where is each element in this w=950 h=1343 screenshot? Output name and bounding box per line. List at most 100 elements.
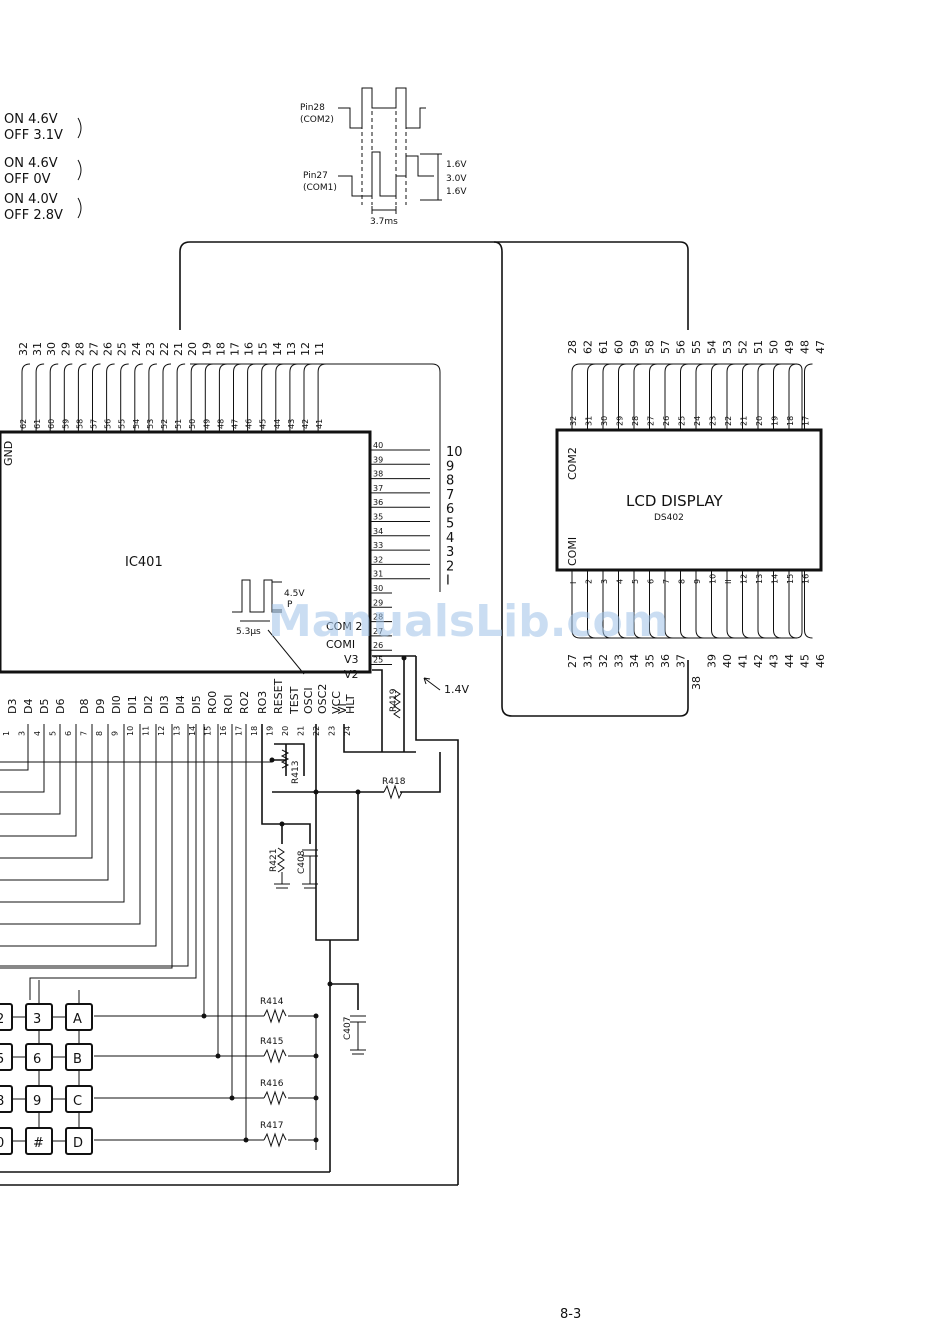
ic-right-pins: 4039383736353433323130292827262510987654… bbox=[370, 441, 463, 665]
lcd-top-pin-inner: 20 bbox=[755, 416, 764, 426]
lcd-bottom-pin-outer: 45 bbox=[799, 654, 812, 668]
ic-bottom-pin: 15 bbox=[204, 726, 213, 736]
lcd-top-pin-outer: 52 bbox=[737, 340, 750, 354]
key-label: 6 bbox=[33, 1052, 41, 1067]
ic-top-pin-outer: 32 bbox=[17, 342, 30, 356]
ic-bottom-label: OSC2 bbox=[316, 684, 329, 714]
lcd-bottom-pin-outer: 39 bbox=[706, 654, 719, 668]
ic-bottom-pin: 12 bbox=[157, 726, 166, 736]
ic-top-pin-outer: 18 bbox=[214, 342, 227, 356]
note-off-3: OFF 2.8V bbox=[4, 208, 63, 223]
lcd-bottom-pin-inner: 7 bbox=[662, 579, 671, 584]
ic-right-pin-inner: 29 bbox=[373, 598, 383, 607]
lcd-bottom-pin-outer: 31 bbox=[582, 654, 595, 668]
ic-bottom-pin: 20 bbox=[281, 726, 290, 736]
lcd-bottom-pin-inner: 3 bbox=[600, 579, 609, 584]
ic-right-pin-inner: 28 bbox=[373, 613, 383, 622]
gnd-label: GND bbox=[2, 441, 15, 466]
wave-v3: 1.6V bbox=[446, 187, 467, 197]
ic-bottom-label: RO3 bbox=[256, 691, 269, 714]
lcd-bottom-pin-inner: 6 bbox=[647, 579, 656, 584]
ic-bottom-label: VCC bbox=[330, 691, 343, 714]
lcd-top-pin-outer: 60 bbox=[613, 340, 626, 354]
lcd-bottom-pin-outer: 44 bbox=[783, 654, 796, 668]
ic-top-pin-inner: 50 bbox=[188, 419, 197, 429]
c407-label: C407 bbox=[343, 1017, 353, 1040]
ic-bottom-label: VI bbox=[336, 703, 349, 714]
ic-right-pin-inner: 33 bbox=[373, 541, 383, 550]
lcd-top-pin-inner: 17 bbox=[802, 416, 811, 426]
wave-v2: 3.0V bbox=[446, 174, 467, 184]
ic-top-lead bbox=[35, 363, 45, 432]
ic-bottom-label: DI3 bbox=[158, 695, 171, 714]
wave-v1: 1.6V bbox=[446, 160, 467, 170]
key-label: # bbox=[33, 1136, 44, 1151]
lcd-top-pin-inner: 21 bbox=[740, 416, 749, 426]
ic-top-pin-outer: 22 bbox=[158, 342, 171, 356]
note-off-1: OFF 3.1V bbox=[4, 128, 63, 143]
lcd-bottom-pin-inner: II bbox=[724, 579, 733, 584]
ic-top-pin-inner: 51 bbox=[174, 419, 183, 429]
com-waveform: Pin28 (COM2) Pin27 (COM1) 3.7ms 1.6V 3.0… bbox=[300, 87, 467, 227]
ic-bottom-label: D5 bbox=[38, 699, 51, 714]
lcd-display: LCD DISPLAY DS402 COM2 COMI bbox=[555, 428, 823, 572]
ic-bottom-label: RO2 bbox=[238, 691, 251, 714]
pin27-label: Pin27 bbox=[303, 171, 328, 181]
ic-bottom-label: DI5 bbox=[190, 695, 203, 714]
lcd-top-pin-inner: 29 bbox=[616, 416, 625, 426]
ic-right-pin-outer: 2 bbox=[446, 559, 454, 574]
lcd-bottom-pin-outer: 32 bbox=[597, 654, 610, 668]
ic-bottom-label: D6 bbox=[54, 699, 67, 714]
lcd-bottom-pin-inner: 4 bbox=[616, 579, 625, 584]
com2-wave-label: (COM2) bbox=[300, 115, 334, 125]
lcd-bottom-pin-outer: 36 bbox=[659, 654, 672, 668]
ic-bottom-pin: 11 bbox=[142, 726, 151, 736]
matrix-lines bbox=[0, 724, 272, 1143]
ic-right-pin-inner: 32 bbox=[373, 555, 383, 564]
ic-right-pin-inner: 26 bbox=[373, 641, 383, 650]
pin28-label: Pin28 bbox=[300, 103, 325, 113]
ic-right-pin-outer: 10 bbox=[446, 445, 463, 460]
ic-top-pin-inner: 59 bbox=[61, 419, 70, 429]
lcd-top-pin-outer: 51 bbox=[752, 340, 765, 354]
lcd-bottom-pin-inner: 5 bbox=[631, 579, 640, 584]
ic-bottom-label: D9 bbox=[94, 699, 107, 714]
pulse-p: P bbox=[287, 600, 293, 610]
lcd-top-pin-inner: 31 bbox=[585, 416, 594, 426]
lcd-top-pin-inner: 25 bbox=[678, 416, 687, 426]
ic-bottom-pin: 23 bbox=[328, 726, 337, 736]
r413-label: R413 bbox=[291, 761, 301, 784]
note-on-3: ON 4.0V bbox=[4, 192, 58, 207]
period-label: 3.7ms bbox=[370, 217, 398, 227]
lcd-bottom-pin-inner: 2 bbox=[585, 579, 594, 584]
ic-top-pin-outer: 23 bbox=[144, 342, 157, 356]
ic-top-pin-outer: 14 bbox=[271, 342, 284, 356]
ic-bottom-pin: 14 bbox=[188, 726, 197, 736]
ic-top-pin-outer: 13 bbox=[285, 342, 298, 356]
ic-top-lead bbox=[134, 363, 143, 432]
ic-bottom-pin: 9 bbox=[111, 731, 120, 736]
row-resistor-label: R414 bbox=[260, 997, 284, 1007]
lcd-top-pin-outer: 50 bbox=[768, 340, 781, 354]
ic-right-pin-inner: 27 bbox=[373, 627, 383, 636]
ic-top-pin-outer: 11 bbox=[313, 342, 326, 356]
voltage-notes: ON 4.6V OFF 3.1V ON 4.6V OFF 0V ON 4.0V … bbox=[4, 112, 82, 223]
lcd-top-pin-inner: 24 bbox=[693, 416, 702, 426]
ic-top-pin-outer: 20 bbox=[186, 342, 199, 356]
ic-com2-pin: COM 2 bbox=[326, 620, 362, 633]
lcd-top-pin-inner: 28 bbox=[631, 416, 640, 426]
ic-top-pin-inner: 43 bbox=[287, 419, 296, 429]
ic-top-pin-inner: 47 bbox=[231, 419, 240, 429]
ic-top-lead bbox=[92, 363, 101, 432]
ic-right-pin-inner: 35 bbox=[373, 513, 383, 522]
lcd-top-pin-inner: 27 bbox=[647, 416, 656, 426]
ic-top-lead bbox=[148, 363, 157, 432]
ic-right-pin-inner: 38 bbox=[373, 470, 383, 479]
ic-bottom-pin: 1 bbox=[2, 731, 11, 736]
ic-v3-pin: V3 bbox=[344, 653, 359, 666]
lcd-bottom-pin-inner: 9 bbox=[693, 579, 702, 584]
com1-wave-label: (COM1) bbox=[303, 183, 337, 193]
ic-top-pin-inner: 44 bbox=[273, 419, 282, 429]
lcd-top-pin-outer: 58 bbox=[644, 340, 657, 354]
lcd-top-pin-inner: 23 bbox=[709, 416, 718, 426]
